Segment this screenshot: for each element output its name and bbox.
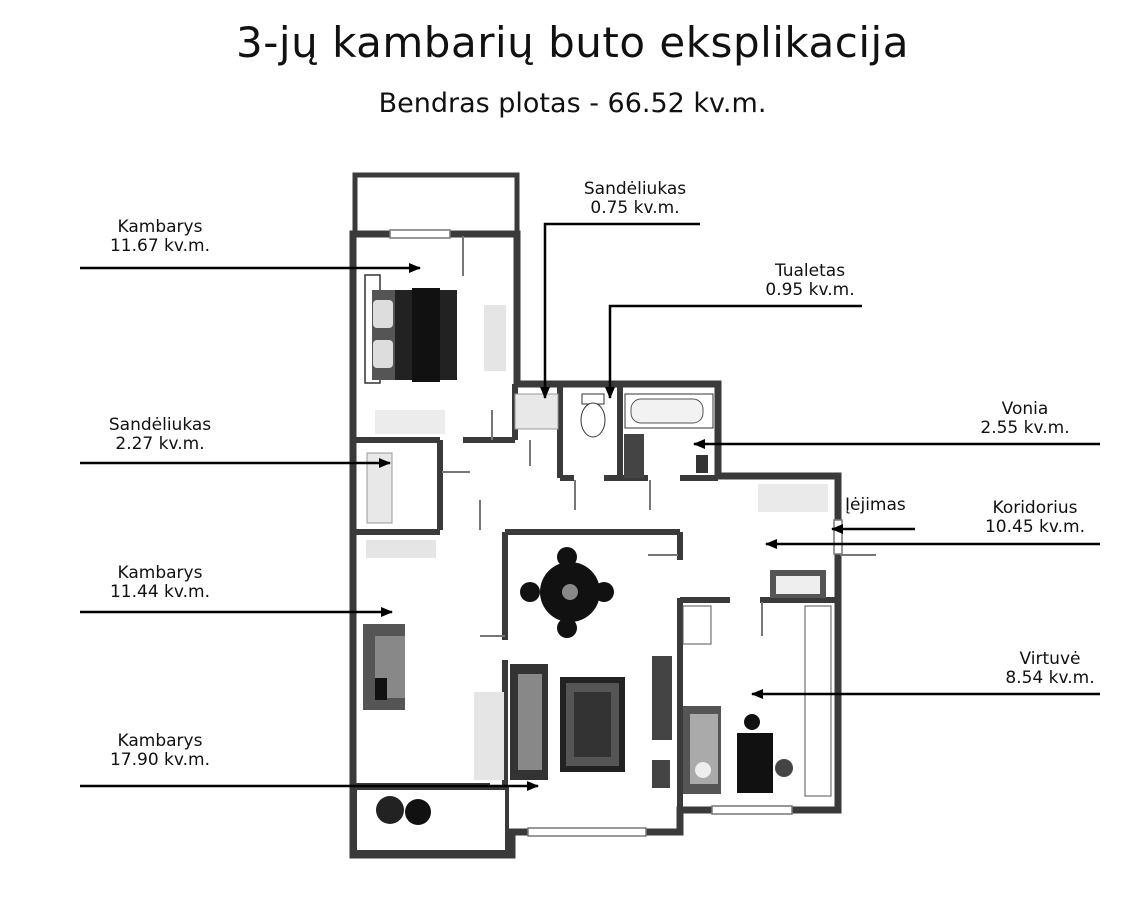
room-name: Sandėliukas <box>108 415 212 435</box>
callout-arrows <box>80 222 1100 791</box>
toilet <box>580 393 606 438</box>
bed <box>364 274 457 384</box>
tv-unit <box>652 656 672 740</box>
sofa-living <box>510 664 548 780</box>
total-area-subtitle: Bendras plotas - 66.52 kv.m. <box>378 88 767 119</box>
room-name: Koridorius <box>992 498 1078 518</box>
room-area: 2.55 kv.m. <box>980 418 1070 438</box>
doors <box>442 236 876 637</box>
room-name: Tualetas <box>774 261 846 281</box>
room-area: 11.67 kv.m. <box>109 236 211 256</box>
sink <box>696 455 708 473</box>
room-area: 8.54 kv.m. <box>1005 668 1095 688</box>
label-virtuve: Virtuvė 8.54 kv.m. <box>960 650 1140 688</box>
label-sandeliukas-1: Sandėliukas 2.27 kv.m. <box>80 416 240 454</box>
corridor-cabinet <box>758 484 828 512</box>
dresser-top <box>375 410 445 434</box>
desk-middle <box>366 540 436 558</box>
label-kambarys-1: Kambarys 11.67 kv.m. <box>80 218 240 256</box>
rug <box>560 677 625 772</box>
balcony-top <box>352 172 520 237</box>
label-kambarys-3: Kambarys 17.90 kv.m. <box>80 732 240 770</box>
room-name: Kambarys <box>117 731 203 751</box>
side-table <box>652 760 670 788</box>
kitchen-table <box>737 714 793 793</box>
wardrobe-top <box>484 305 506 371</box>
label-tualetas: Tualetas 0.95 kv.m. <box>740 262 880 300</box>
armchair-middle <box>363 624 405 710</box>
washing-machine <box>624 434 644 478</box>
windows <box>389 229 843 837</box>
corridor-bench <box>770 570 826 598</box>
room-area: 0.75 kv.m. <box>590 198 680 218</box>
room-name: Vonia <box>1001 399 1049 419</box>
balcony-chairs <box>376 796 431 825</box>
label-vonia: Vonia 2.55 kv.m. <box>935 400 1115 438</box>
interior-walls <box>353 384 838 810</box>
entrance-label: Įėjimas <box>845 495 906 515</box>
dining-table <box>520 547 614 638</box>
balcony-bottom <box>353 786 509 854</box>
room-name: Sandėliukas <box>583 179 687 199</box>
room-area: 10.45 kv.m. <box>984 517 1086 537</box>
room-name: Virtuvė <box>1019 649 1081 669</box>
room-area: 17.90 kv.m. <box>109 750 211 770</box>
label-koridorius: Koridorius 10.45 kv.m. <box>945 499 1125 537</box>
storage-small-shelf <box>514 393 559 430</box>
kitchen-sofa <box>683 706 721 794</box>
page-title: 3-jų kambarių buto eksplikacija <box>236 18 909 67</box>
room-name: Kambarys <box>117 217 203 237</box>
room-area: 2.27 kv.m. <box>115 434 205 454</box>
room-area: 0.95 kv.m. <box>765 280 855 300</box>
label-sandeliukas-2: Sandėliukas 0.75 kv.m. <box>560 180 710 218</box>
room-name: Kambarys <box>117 563 203 583</box>
kitchen-cabinet <box>682 605 712 645</box>
kitchen-counter <box>804 605 832 797</box>
bathtub <box>624 393 714 429</box>
living-wardrobe <box>474 692 504 780</box>
label-kambarys-2: Kambarys 11.44 kv.m. <box>80 564 240 602</box>
room-area: 11.44 kv.m. <box>109 582 211 602</box>
